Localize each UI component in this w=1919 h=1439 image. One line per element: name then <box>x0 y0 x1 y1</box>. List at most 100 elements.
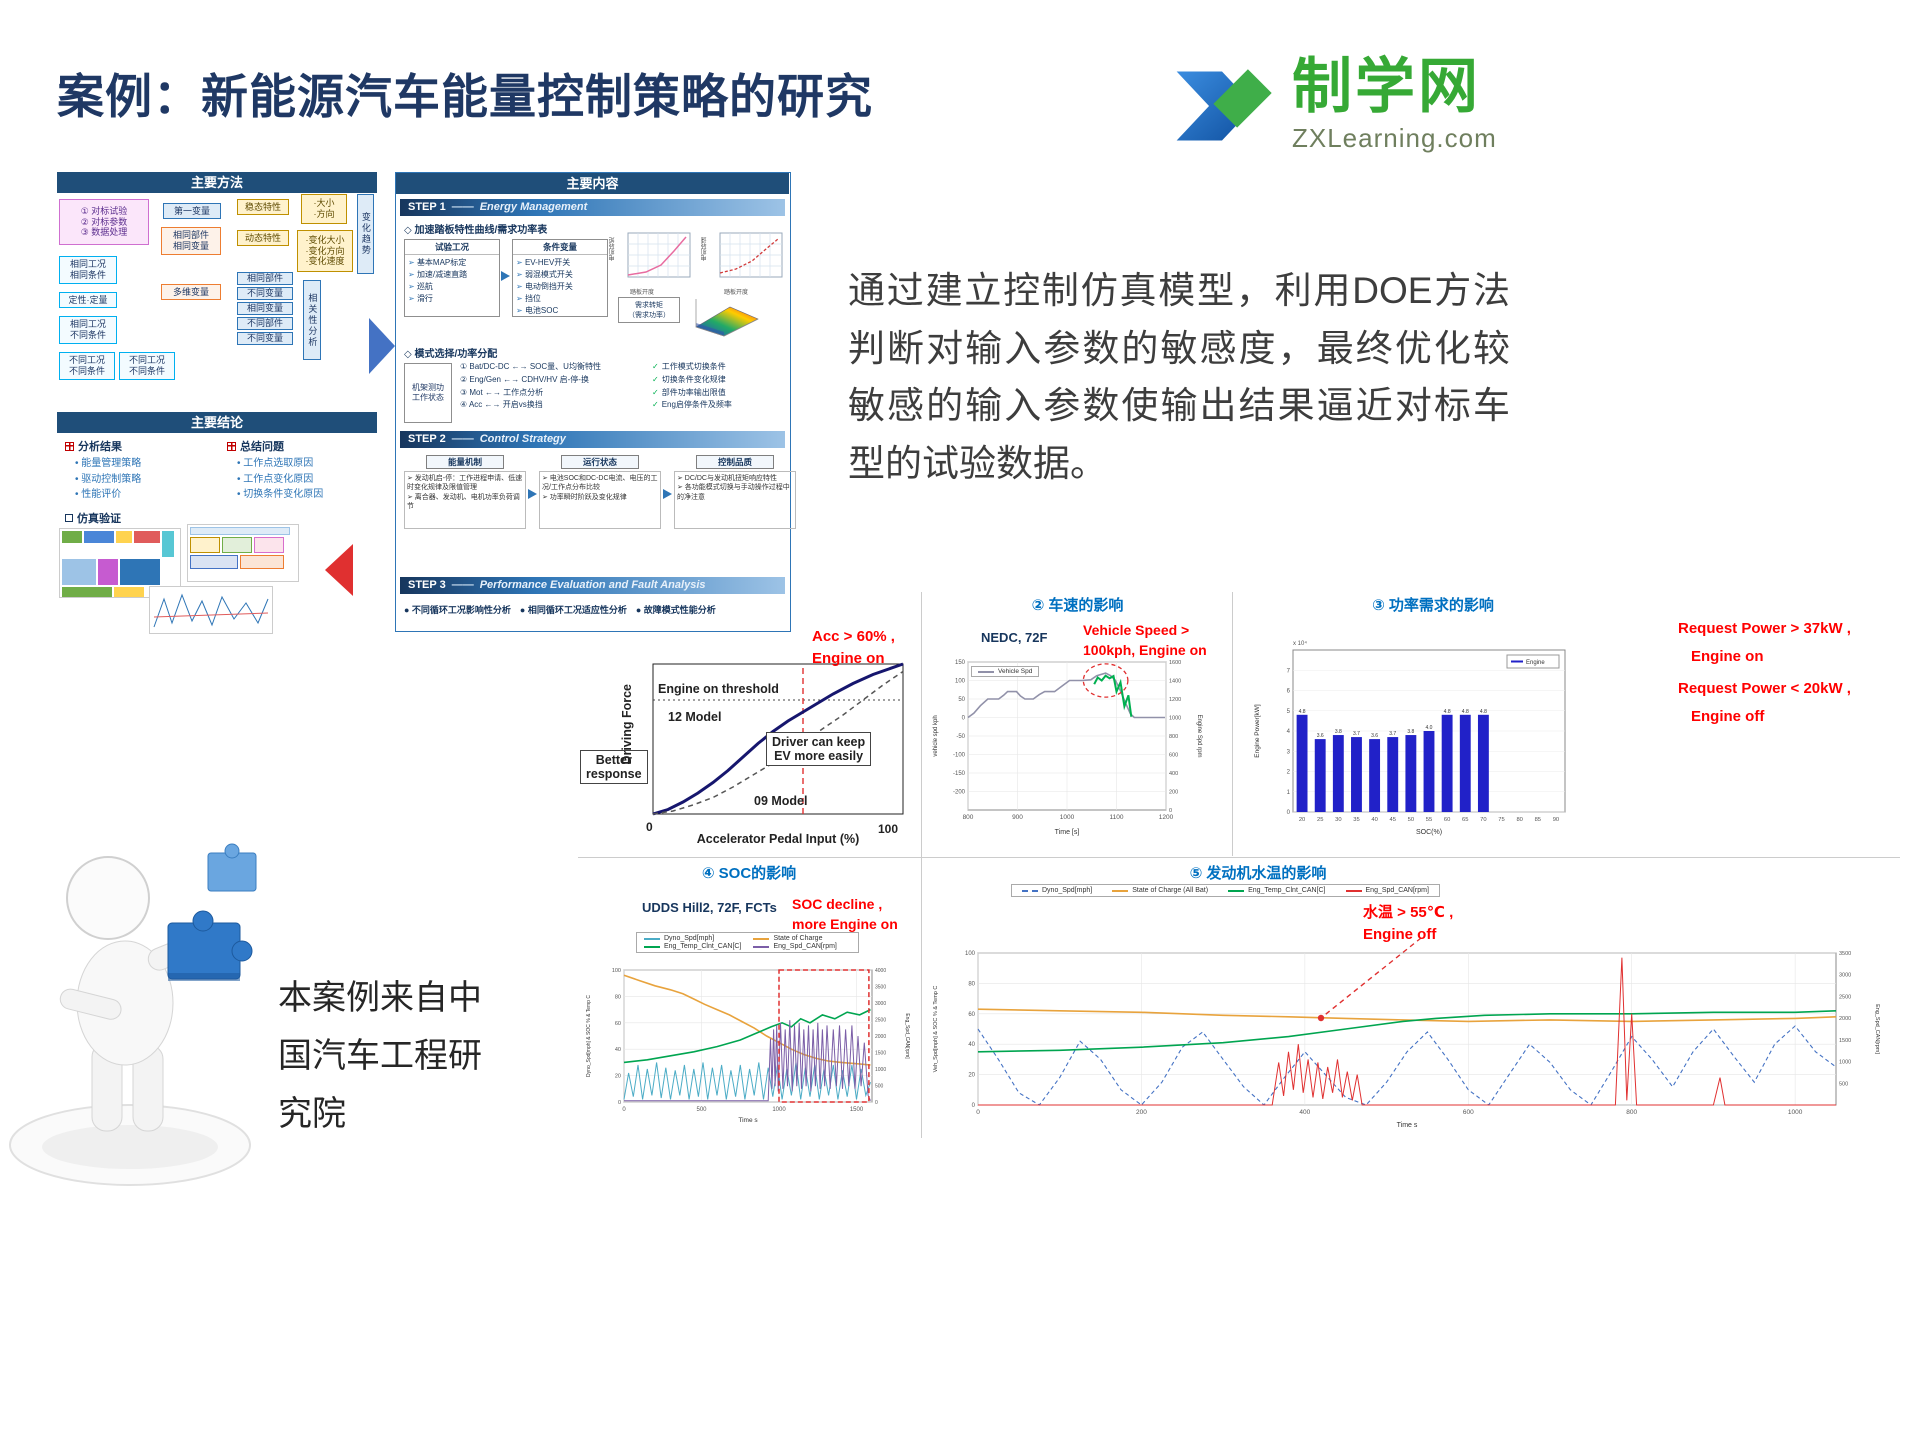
strategy-box-title: 运行状态 <box>561 455 639 469</box>
axis-text: 100 <box>965 951 976 957</box>
bar <box>1405 735 1417 812</box>
analysis-item: 能量管理策略 <box>75 456 141 472</box>
axis-text: 4.8 <box>1480 709 1487 715</box>
step3-title: Performance Evaluation and Fault Analysi… <box>479 579 706 591</box>
axis-text: -100 <box>953 753 966 759</box>
change-trend-tab: 变化趋势 <box>357 194 374 274</box>
axis-text: 1000 <box>772 1107 786 1113</box>
axis-text: 800 <box>1169 734 1178 740</box>
strategy-box-text: ➢ 发动机启-停：工作进程申请、低速时变化规律及限值管理 ➢ 离合器、发动机、电… <box>404 471 526 529</box>
color-block <box>114 587 144 597</box>
axis-text: Time s <box>1397 1122 1418 1129</box>
axis-text: 0 <box>875 1100 878 1106</box>
axis-text: 3500 <box>1839 951 1851 957</box>
axis-text: 500 <box>1839 1081 1848 1087</box>
axis-text: 80 <box>615 994 621 1000</box>
axis-text: 1 <box>1287 790 1291 796</box>
overview-diagram: 主要方法 ① 对标试验 ② 对标参数 ③ 数据处理 第一变量 相同部件 相同变量… <box>57 172 796 635</box>
legend-label: Dyno_Spd[mph] <box>664 935 715 942</box>
legend-label: Dyno_Spd[mph] <box>1042 887 1093 894</box>
test-box-title: 试验工况 <box>405 240 499 255</box>
pedal-better-note: Better response <box>580 750 648 784</box>
stack-row: 不同部件 <box>237 317 293 330</box>
chart-temp-panel: ⑤ 发动机水温的影响 Dyno_Spd[mph]State of Charge … <box>923 858 1900 1138</box>
color-block <box>190 527 290 535</box>
step1-bar: STEP 1——Energy Management <box>400 199 785 216</box>
chart-soc-panel: ④ SOC的影响 UDDS Hill2, 72F, FCTs SOC decli… <box>578 858 920 1138</box>
step1-badge: STEP 1 <box>408 201 446 213</box>
axis-text: 90 <box>1553 817 1559 823</box>
legend-swatch-icon <box>1345 889 1362 892</box>
check-icon: ✓ <box>652 400 659 410</box>
series-line <box>978 957 1836 1106</box>
color-block <box>62 587 112 597</box>
color-block <box>62 531 82 543</box>
simulation-thumbnail-2 <box>187 524 299 582</box>
checklist-item: ✓工作模式切换条件 <box>652 361 788 374</box>
request-torque-box: 需求转矩 （需求功率） <box>618 297 680 323</box>
analysis-list: 能量管理策略 驱动控制策略 性能评价 <box>75 456 141 503</box>
benchmark-box: ① 对标试验 ② 对标参数 ③ 数据处理 <box>59 199 149 245</box>
simulation-thumbnail-3 <box>149 586 273 634</box>
color-block <box>116 531 132 543</box>
color-block <box>134 531 160 543</box>
zxlearning-logo: 制学网 ZXLearning.com <box>1168 52 1497 160</box>
cond-box-item: 电动倒挡开关 <box>516 281 604 293</box>
small-arrow-right-icon <box>528 489 537 499</box>
series-line <box>624 1020 871 1102</box>
axis-text: -50 <box>956 734 965 740</box>
axis-text: 0 <box>1169 808 1172 814</box>
legend-swatch-icon <box>644 937 660 940</box>
summary-item: 切换条件变化原因 <box>237 487 323 503</box>
test-box-item: 滑行 <box>408 293 496 305</box>
chart-soc-subtitle: UDDS Hill2, 72F, FCTs <box>642 900 777 915</box>
mini-speed-xlabel: 踏板开度 <box>724 290 749 296</box>
axis-text: 800 <box>963 814 974 821</box>
qualitative-box: 定性·定量 <box>59 292 117 308</box>
diff-cond-box-2: 不同工况 不同条件 <box>119 352 175 380</box>
axis-text: Engine <box>1526 660 1545 666</box>
legend-item: Eng_Spd_CAN[rpm] <box>1345 887 1429 894</box>
legend-item: Eng_Temp_Clnt_CAN[C] <box>644 943 741 950</box>
checklist-label: 切换条件变化规律 <box>661 374 726 384</box>
stack-row: 相同变量 <box>237 302 293 315</box>
axis-text: 1000 <box>1169 716 1181 722</box>
check-icon: ✓ <box>652 387 659 397</box>
red-grid-icon <box>65 441 74 451</box>
summary-title-row: 总结问题 <box>227 438 284 454</box>
axis-text: Eng_Spd_CAN[rpm] <box>1874 1004 1880 1054</box>
mini-surface-chart <box>695 299 759 337</box>
axis-text: 65 <box>1462 817 1468 823</box>
test-box-item: 加速/减速直踏 <box>408 269 496 281</box>
axis-text: 20 <box>968 1073 975 1079</box>
legend-label: Eng_Temp_Clnt_CAN[C] <box>1248 887 1326 894</box>
chart-soc-title: ④ SOC的影响 <box>701 865 797 882</box>
axis-text: 3.7 <box>1389 731 1396 737</box>
cond-box-item: 挡位 <box>516 293 604 305</box>
axis-text: 30 <box>1335 817 1341 823</box>
axis-text: 20 <box>1299 817 1305 823</box>
axis-text: 800 <box>1626 1109 1637 1116</box>
axis-text: 55 <box>1426 817 1432 823</box>
series-line <box>652 670 904 815</box>
axis-text: 200 <box>1136 1109 1147 1116</box>
cond-box-item: EV-HEV开关 <box>516 257 604 269</box>
axis-text: 400 <box>1169 771 1178 777</box>
small-arrow-right-icon <box>501 271 510 281</box>
mini-speed-ylabel: 电机转速 <box>702 237 708 261</box>
square-icon <box>65 514 73 522</box>
axis-text: Veh_Spd[mph] & SOC % & Temp C <box>933 986 939 1073</box>
same-component-box: 相同部件 相同变量 <box>161 227 221 255</box>
axis-text: 1500 <box>1839 1038 1851 1044</box>
chart-power-panel: ③ 功率需求的影响 Request Power > 37kW , Engine … <box>1233 592 1900 856</box>
bar <box>1387 737 1399 812</box>
pedal-x-min: 0 <box>646 820 653 834</box>
axis-text: 0 <box>622 1107 626 1113</box>
axis-text: Engine Spd rpm <box>1196 714 1202 757</box>
highlight-rect <box>778 969 870 1103</box>
logo-site: ZXLearning.com <box>1292 123 1497 153</box>
axis-text: 1500 <box>850 1107 864 1113</box>
series-line <box>652 662 904 816</box>
chart-speed-annotation: Vehicle Speed > 100kph, Engine on <box>1083 622 1207 659</box>
